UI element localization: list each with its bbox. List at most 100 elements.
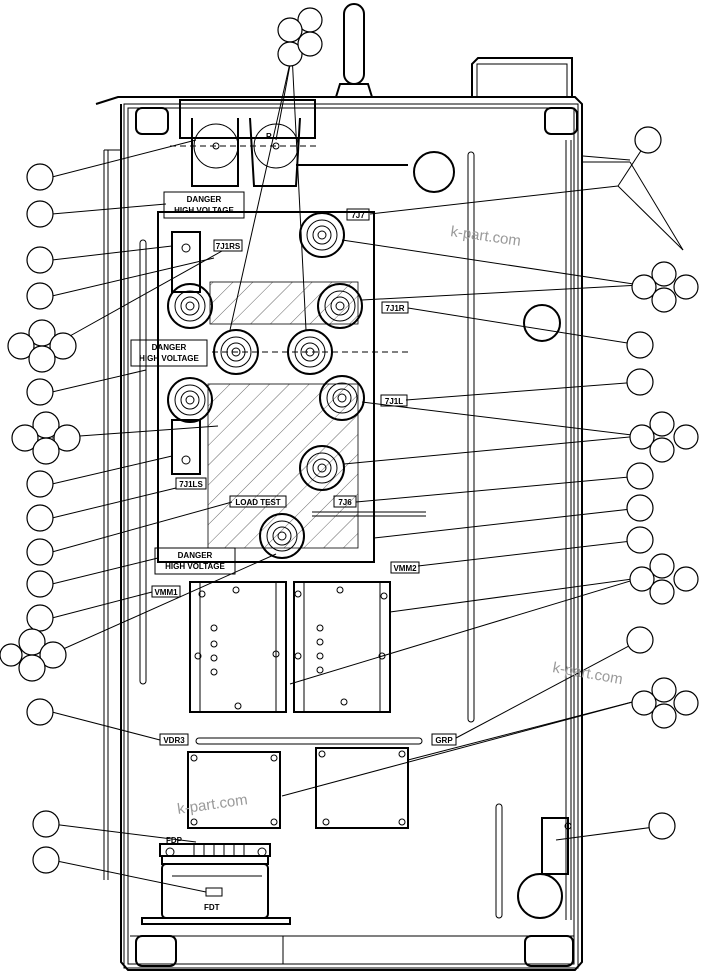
callout-balloon xyxy=(673,566,699,592)
label-danger-hv-3: DANGER HIGH VOLTAGE xyxy=(154,547,236,575)
lower-right-rail xyxy=(495,803,503,919)
callout-balloon xyxy=(651,287,677,313)
callout-balloon xyxy=(648,812,676,840)
corner-pad-top-left xyxy=(135,107,169,135)
callout-balloon xyxy=(18,654,46,682)
label-7j1ls: 7J1LS xyxy=(175,477,207,490)
label-7j1rs: 7J1RS xyxy=(213,239,243,252)
grp-board xyxy=(315,747,409,829)
watermark: k-part.com xyxy=(551,659,624,688)
bus-plate-lower xyxy=(171,419,201,475)
callout-balloon xyxy=(651,677,677,703)
svg-text:7J1LS: 7J1LS xyxy=(179,480,203,489)
callout-balloon xyxy=(649,579,675,605)
callout-balloon xyxy=(649,411,675,437)
callout-balloon xyxy=(651,703,677,729)
label-fdp: FDP xyxy=(166,836,183,845)
svg-text:DANGER: DANGER xyxy=(187,195,222,204)
callout-balloon xyxy=(26,504,54,532)
callout-balloon xyxy=(0,643,23,667)
svg-text:HIGH VOLTAGE: HIGH VOLTAGE xyxy=(139,354,199,363)
hatched-busbar-1 xyxy=(209,281,359,325)
corner-pad-bottom-left xyxy=(135,935,177,967)
label-vmm1: VMM1 xyxy=(151,585,181,598)
svg-text:LOAD TEST: LOAD TEST xyxy=(235,498,280,507)
bottom-round-port xyxy=(517,873,563,919)
svg-text:DANGER: DANGER xyxy=(152,343,187,352)
callout-balloon xyxy=(26,570,54,598)
r-label: R xyxy=(266,132,272,141)
svg-text:7J1RS: 7J1RS xyxy=(216,242,241,251)
callout-balloon xyxy=(626,494,654,522)
bushing-center-left xyxy=(213,329,259,375)
callout-balloon xyxy=(297,31,323,57)
svg-text:VMM1: VMM1 xyxy=(154,588,178,597)
label-danger-hv-1: DANGER HIGH VOLTAGE xyxy=(163,191,245,219)
leader-lines xyxy=(51,53,684,893)
label-fdt: FDT xyxy=(204,903,220,912)
callout-balloon xyxy=(32,846,60,874)
label-load-test: LOAD TEST xyxy=(229,495,287,508)
callout-balloon xyxy=(26,604,54,632)
label-7j1r: 7J1R xyxy=(381,301,409,314)
top-mount-bracket xyxy=(471,57,573,98)
callout-balloon xyxy=(651,261,677,287)
callout-balloon xyxy=(626,462,654,490)
callout-balloon xyxy=(631,274,657,300)
terminal-plate xyxy=(157,211,375,563)
callout-balloon xyxy=(53,424,81,452)
vdr3-board xyxy=(187,751,281,829)
callout-balloon xyxy=(277,41,303,67)
bushing-center-right xyxy=(287,329,333,375)
right-junction-box xyxy=(541,817,569,875)
bushing-7j1r xyxy=(317,283,363,329)
callout-balloon xyxy=(32,810,60,838)
svg-text:7J7: 7J7 xyxy=(351,211,365,220)
callout-balloon xyxy=(673,424,699,450)
right-round-port xyxy=(523,304,561,342)
svg-text:HIGH VOLTAGE: HIGH VOLTAGE xyxy=(165,562,225,571)
label-7j7: 7J7 xyxy=(346,208,370,221)
bushing-7j1l xyxy=(319,375,365,421)
callout-balloon xyxy=(26,246,54,274)
svg-text:VDR3: VDR3 xyxy=(163,736,185,745)
label-danger-hv-2: DANGER HIGH VOLTAGE xyxy=(130,339,208,367)
svg-text:HIGH VOLTAGE: HIGH VOLTAGE xyxy=(174,206,234,215)
bushing-7j1ls xyxy=(167,377,213,423)
watermark: k-part.com xyxy=(449,223,522,250)
callout-balloon xyxy=(28,345,56,373)
callout-balloon xyxy=(631,690,657,716)
label-vmm2: VMM2 xyxy=(390,561,420,574)
callout-balloon xyxy=(673,274,699,300)
callout-balloon xyxy=(649,553,675,579)
callout-balloon xyxy=(649,437,675,463)
callout-balloon xyxy=(626,526,654,554)
svg-text:GRP: GRP xyxy=(435,736,453,745)
bushing-7j6 xyxy=(299,445,345,491)
svg-text:7J1R: 7J1R xyxy=(385,304,404,313)
svg-text:7J1L: 7J1L xyxy=(385,397,403,406)
callout-balloon xyxy=(626,626,654,654)
bushing-load-test xyxy=(259,513,305,559)
corner-pad-top-right xyxy=(544,107,578,135)
bushing-7j1rs xyxy=(167,283,213,329)
callout-balloon xyxy=(673,690,699,716)
callout-balloon xyxy=(634,126,662,154)
callout-balloon xyxy=(26,378,54,406)
callout-balloon xyxy=(7,332,35,360)
right-rail xyxy=(467,151,475,723)
label-grp: GRP xyxy=(431,733,457,746)
vmm1-module xyxy=(189,581,287,713)
label-vdr3: VDR3 xyxy=(159,733,189,746)
svg-text:VMM2: VMM2 xyxy=(393,564,417,573)
callout-balloon xyxy=(32,437,60,465)
hatched-busbar-2 xyxy=(207,383,359,549)
fdp-connector xyxy=(159,843,271,865)
callout-balloon xyxy=(26,470,54,498)
callout-balloon xyxy=(11,424,39,452)
svg-text:DANGER: DANGER xyxy=(178,551,213,560)
callout-balloon xyxy=(26,538,54,566)
callout-balloon xyxy=(26,282,54,310)
callout-balloons xyxy=(0,7,699,874)
